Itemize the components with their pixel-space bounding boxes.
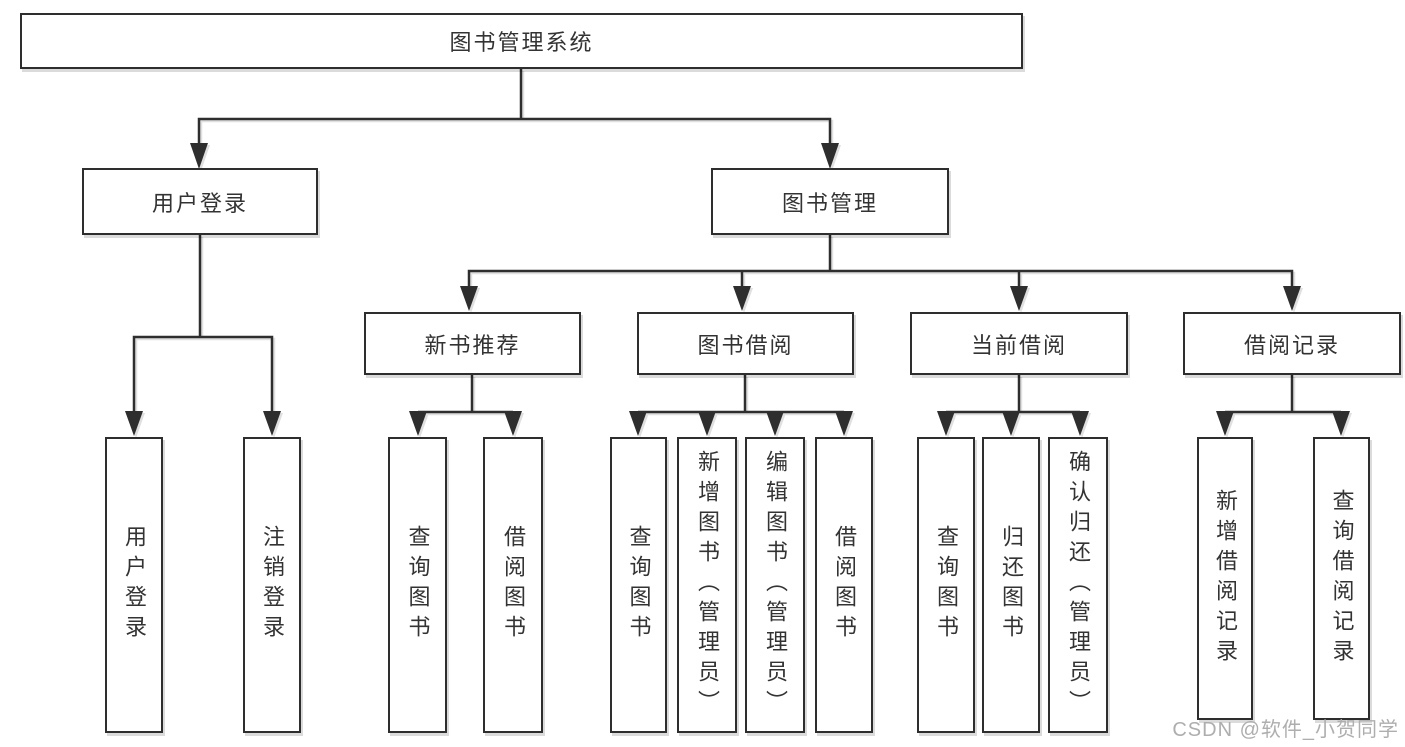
leaf-add-borrow-record: 新增借阅记录: [1197, 437, 1253, 720]
leaf-return-book-label: 归还图书: [999, 525, 1024, 645]
leaf-query-borrow-record: 查询借阅记录: [1313, 437, 1370, 720]
leaf-add-borrow-record-label: 新增借阅记录: [1213, 488, 1238, 669]
node-borrow-record-label: 借阅记录: [1243, 332, 1340, 358]
node-root-label: 图书管理系统: [449, 30, 594, 55]
leaf-borrow-book: 借阅图书: [815, 437, 873, 733]
leaf-query-book-recommend: 查询图书: [388, 437, 447, 733]
leaf-query-book-current-label: 查询图书: [934, 525, 959, 645]
leaf-edit-book-admin: 编辑图书（管理员）: [745, 437, 805, 733]
leaf-logout-label: 注销登录: [260, 525, 285, 645]
leaf-borrow-book-label: 借阅图书: [832, 525, 857, 645]
leaf-user-login-label: 用户登录: [122, 525, 147, 645]
node-user-login-label: 用户登录: [151, 190, 248, 216]
leaf-add-book-admin: 新增图书（管理员）: [677, 437, 737, 733]
leaf-borrow-book-recommend: 借阅图书: [483, 437, 543, 733]
leaf-query-book-current: 查询图书: [917, 437, 975, 733]
leaf-query-book-borrow-label: 查询图书: [626, 525, 652, 645]
node-book-management: 图书管理: [711, 168, 949, 235]
leaf-query-book-borrow: 查询图书: [610, 437, 667, 733]
node-book-management-label: 图书管理: [781, 190, 878, 216]
leaf-confirm-return-admin: 确认归还（管理员）: [1048, 437, 1108, 733]
node-book-borrow: 图书借阅: [637, 312, 854, 375]
leaf-return-book: 归还图书: [982, 437, 1040, 733]
leaf-edit-book-admin-label: 编辑图书（管理员）: [763, 450, 788, 720]
node-new-book-recommend-label: 新书推荐: [424, 332, 521, 358]
leaf-user-login: 用户登录: [105, 437, 163, 733]
leaf-query-borrow-record-label: 查询借阅记录: [1329, 488, 1355, 669]
node-borrow-record: 借阅记录: [1183, 312, 1401, 375]
csdn-watermark: CSDN @软件_小贺同学: [1172, 719, 1399, 741]
node-root-system: 图书管理系统: [20, 13, 1023, 69]
leaf-confirm-return-admin-label: 确认归还（管理员）: [1066, 450, 1091, 720]
leaf-borrow-book-recommend-label: 借阅图书: [501, 525, 526, 645]
leaf-logout: 注销登录: [243, 437, 301, 733]
node-new-book-recommend: 新书推荐: [364, 312, 581, 375]
node-user-login: 用户登录: [82, 168, 318, 235]
node-current-borrow-label: 当前借阅: [970, 332, 1067, 358]
node-book-borrow-label: 图书借阅: [697, 332, 794, 358]
leaf-query-book-recommend-label: 查询图书: [405, 525, 431, 645]
leaf-add-book-admin-label: 新增图书（管理员）: [695, 450, 720, 720]
node-current-borrow: 当前借阅: [910, 312, 1128, 375]
